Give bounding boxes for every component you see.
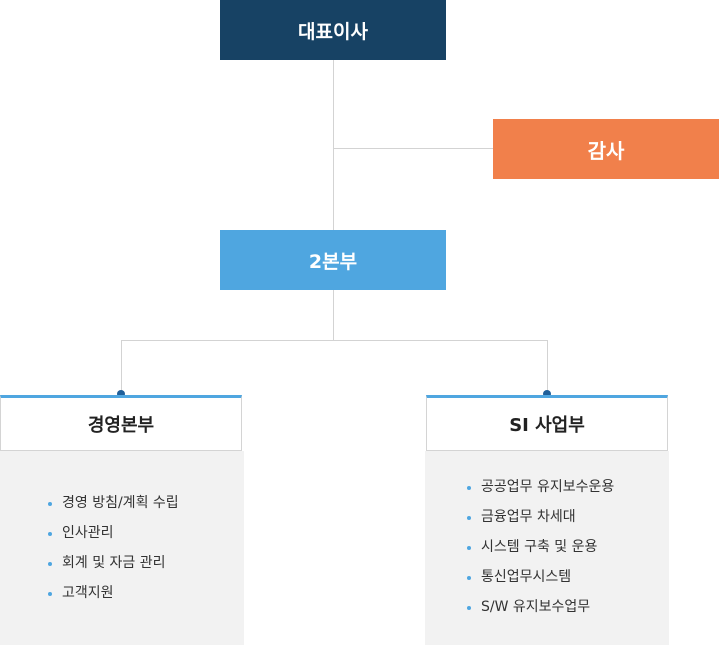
dept-left-connector-dot xyxy=(117,390,125,398)
dept-si-header: SI 사업부 xyxy=(426,395,668,451)
list-item: 경영 방침/계획 수립 xyxy=(48,488,179,518)
hq-label: 2본부 xyxy=(308,250,358,273)
dept-si-body: 공공업무 유지보수운용 금융업무 차세대 시스템 구축 및 운용 통신업무시스템… xyxy=(425,451,669,645)
dept-management-list: 경영 방침/계획 수립 인사관리 회계 및 자금 관리 고객지원 xyxy=(48,488,179,608)
audit-box: 감사 xyxy=(493,119,719,179)
ceo-label: 대표이사 xyxy=(298,20,368,43)
list-item: 금융업무 차세대 xyxy=(467,502,614,532)
audit-branch-line xyxy=(333,148,493,149)
audit-label: 감사 xyxy=(587,138,625,163)
ceo-box: 대표이사 xyxy=(220,0,446,60)
dept-management-header: 경영본부 xyxy=(0,395,242,451)
list-item: 통신업무시스템 xyxy=(467,562,614,592)
depts-horizontal-line xyxy=(121,340,548,341)
list-item: S/W 유지보수업무 xyxy=(467,592,614,622)
list-item: 고객지원 xyxy=(48,578,179,608)
ceo-to-hq-line xyxy=(333,60,334,230)
dept-right-drop-line xyxy=(547,340,548,394)
hq-to-depts-line xyxy=(333,290,334,340)
dept-si-list: 공공업무 유지보수운용 금융업무 차세대 시스템 구축 및 운용 통신업무시스템… xyxy=(467,472,614,622)
list-item: 회계 및 자금 관리 xyxy=(48,548,179,578)
dept-si-title: SI 사업부 xyxy=(509,415,585,436)
dept-management-body: 경영 방침/계획 수립 인사관리 회계 및 자금 관리 고객지원 xyxy=(0,451,244,645)
list-item: 공공업무 유지보수운용 xyxy=(467,472,614,502)
list-item: 시스템 구축 및 운용 xyxy=(467,532,614,562)
dept-management-title: 경영본부 xyxy=(87,415,155,436)
dept-right-connector-dot xyxy=(543,390,551,398)
hq-box: 2본부 xyxy=(220,230,446,290)
dept-left-drop-line xyxy=(121,340,122,394)
list-item: 인사관리 xyxy=(48,518,179,548)
